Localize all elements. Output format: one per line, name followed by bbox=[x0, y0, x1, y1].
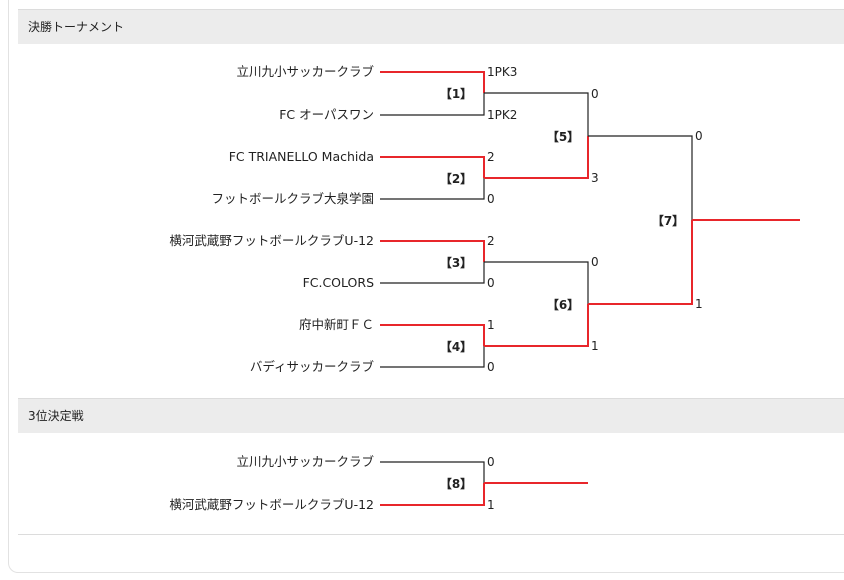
score: 2 bbox=[487, 150, 495, 164]
score: 1PK3 bbox=[487, 65, 517, 79]
score: 0 bbox=[487, 360, 495, 374]
bracket-line-t2 bbox=[380, 93, 485, 116]
team-name: 横河武蔵野フットボールクラブU-12 bbox=[169, 233, 374, 248]
score: 0 bbox=[487, 192, 495, 206]
team-name: 府中新町ＦＣ bbox=[299, 317, 374, 332]
team-name: 立川九小サッカークラブ bbox=[236, 64, 374, 79]
bracket-line-w2 bbox=[484, 136, 589, 179]
match-number: 【2】 bbox=[440, 171, 472, 186]
score: 0 bbox=[487, 276, 495, 290]
bracket-line-w5 bbox=[588, 135, 693, 220]
bracket-line-t5 bbox=[380, 240, 485, 262]
match-number: 【6】 bbox=[547, 297, 579, 312]
bracket-line-t9 bbox=[380, 461, 485, 483]
score: 0 bbox=[487, 455, 495, 469]
team-name: FC オーパスワン bbox=[279, 107, 374, 122]
match-number: 【3】 bbox=[440, 255, 472, 270]
score: 0 bbox=[591, 255, 599, 269]
score: 1 bbox=[695, 297, 703, 311]
score: 1 bbox=[487, 318, 495, 332]
match-number: 【1】 bbox=[440, 86, 472, 101]
match-number: 【4】 bbox=[440, 339, 472, 354]
bracket-line-t6 bbox=[380, 262, 485, 284]
bracket-line-w6 bbox=[588, 220, 693, 305]
team-name: フットボールクラブ大泉学園 bbox=[211, 191, 374, 206]
tournament-card bbox=[8, 0, 844, 573]
third-place-section-header: 3位決定戦 bbox=[18, 398, 844, 433]
section-divider bbox=[18, 534, 844, 535]
team-name: FC.COLORS bbox=[303, 275, 375, 290]
bracket-line-w1 bbox=[484, 92, 589, 136]
team-name: バディサッカークラブ bbox=[250, 359, 375, 374]
score: 3 bbox=[591, 171, 599, 185]
score: 0 bbox=[695, 129, 703, 143]
bracket-line-t4 bbox=[380, 178, 485, 200]
bracket-line-t3 bbox=[380, 156, 485, 178]
match-number: 【7】 bbox=[652, 213, 684, 228]
score: 1 bbox=[591, 339, 599, 353]
team-name: 立川九小サッカークラブ bbox=[236, 454, 374, 469]
bracket-line-w4 bbox=[484, 304, 589, 347]
score: 0 bbox=[591, 87, 599, 101]
score: 1PK2 bbox=[487, 108, 517, 122]
team-name: 横河武蔵野フットボールクラブU-12 bbox=[169, 497, 374, 512]
score: 1 bbox=[487, 498, 495, 512]
bracket-line-t1 bbox=[380, 71, 485, 93]
tournament-section-header: 決勝トーナメント bbox=[18, 9, 844, 44]
score: 2 bbox=[487, 234, 495, 248]
team-name: FC TRIANELLO Machida bbox=[229, 149, 374, 164]
bracket-line-t8 bbox=[380, 346, 485, 368]
bracket-line-t7 bbox=[380, 324, 485, 346]
match-number: 【8】 bbox=[440, 476, 472, 491]
bracket-line-t10 bbox=[380, 483, 485, 506]
bracket-line-w3 bbox=[484, 261, 589, 304]
match-number: 【5】 bbox=[547, 129, 579, 144]
